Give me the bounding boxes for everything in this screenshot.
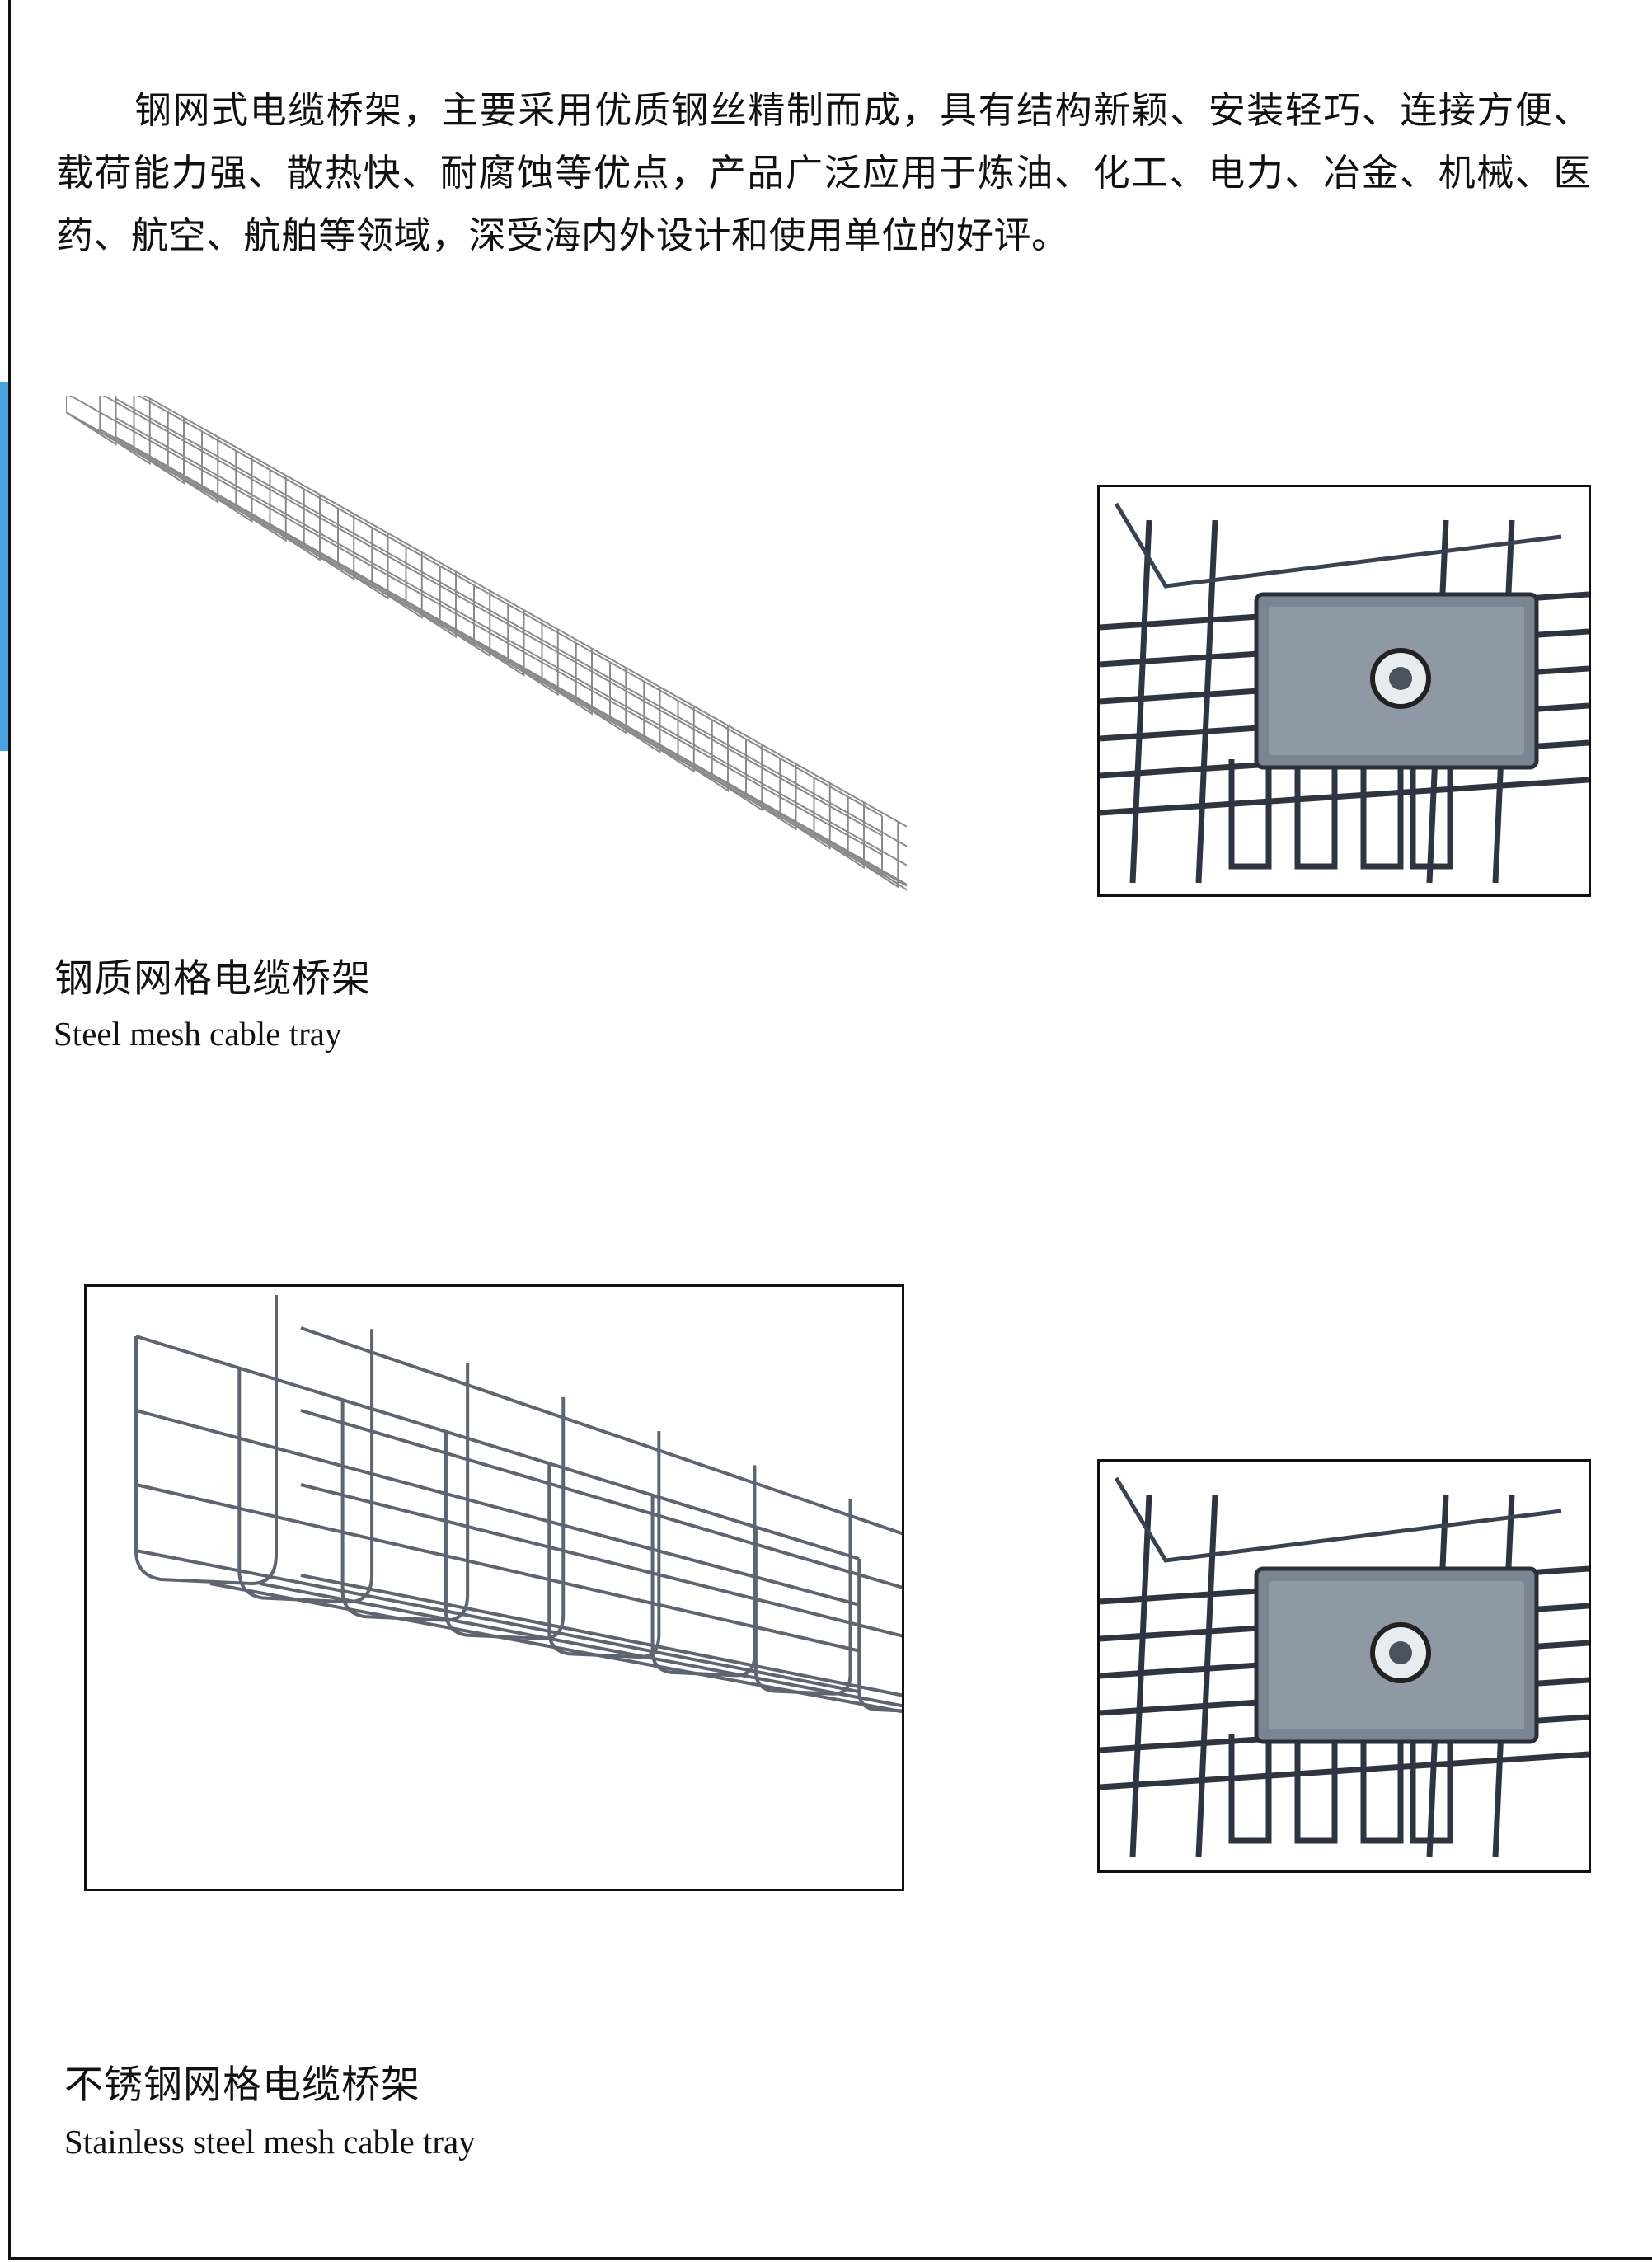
- page-frame: [8, 0, 1652, 2260]
- side-accent-tab: [0, 382, 8, 751]
- intro-paragraph: 钢网式电缆桥架，主要采用优质钢丝精制而成，具有结构新颖、安装轻巧、连接方便、载荷…: [56, 88, 1591, 257]
- caption-steel-mesh-en: Steel mesh cable tray: [54, 1015, 342, 1053]
- caption-stainless-zh: 不锈钢网格电缆桥架: [64, 2063, 420, 2108]
- caption-steel-mesh-zh: 钢质网格电缆桥架: [54, 956, 371, 1002]
- caption-stainless-en: Stainless steel mesh cable tray: [64, 2123, 476, 2161]
- connector-closeup-image-1: [1097, 485, 1591, 897]
- stainless-mesh-tray-image: [84, 1284, 904, 1891]
- steel-mesh-tray-image: [66, 396, 907, 907]
- connector-closeup-image-2: [1097, 1459, 1591, 1873]
